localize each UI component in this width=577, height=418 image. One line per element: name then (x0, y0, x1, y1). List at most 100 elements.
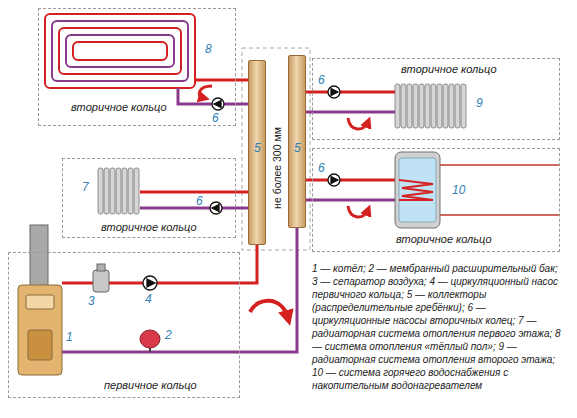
air-separator (93, 270, 109, 292)
flow-arrow (348, 118, 368, 129)
radiator (122, 168, 127, 214)
pipe-connector (236, 103, 248, 106)
storage-tank (395, 152, 440, 228)
callout-number: 6 (318, 73, 325, 87)
radiator-pipes (312, 111, 395, 114)
loop-zone: вторичное кольцо (312, 58, 560, 140)
loop-label: первичное кольцо (104, 379, 197, 391)
radiator (395, 84, 466, 128)
floor-heating-coil (52, 21, 188, 81)
radiator (419, 84, 424, 128)
radiator-pipes (312, 91, 395, 94)
callout-number: 8 (205, 42, 212, 56)
loop-label: вторичное кольцо (71, 101, 167, 113)
collector-bar: 5 (288, 55, 306, 228)
radiator (461, 84, 466, 128)
tank-water (399, 158, 436, 222)
boiler-chimney (30, 225, 48, 287)
pipe-connector (236, 191, 248, 194)
radiator (413, 84, 418, 128)
collector-bar: 5 (248, 60, 266, 245)
callout-number: 6 (196, 194, 203, 208)
pump-symbol (212, 205, 219, 212)
callout-number: 10 (452, 183, 465, 197)
dimension-label: не более 300 мм (271, 127, 283, 209)
radiator (98, 168, 103, 214)
boiler-panel (26, 295, 54, 309)
callout-number: 4 (145, 292, 152, 306)
callout-number: 6 (212, 111, 219, 125)
radiator (116, 168, 121, 214)
loop-label: вторичное кольцо (396, 233, 492, 245)
hot-water-lines (440, 164, 560, 166)
loop-zone: первичное кольцо (8, 252, 240, 398)
pump-symbol (328, 174, 340, 186)
pump-symbol (143, 276, 157, 290)
radiator (110, 168, 115, 214)
radiator (134, 168, 139, 214)
flow-arrow (348, 206, 368, 217)
heating-coil (399, 180, 433, 200)
pipe-connector (236, 79, 248, 82)
radiator (98, 168, 139, 214)
radiator (443, 84, 448, 128)
hot-water-lines (440, 214, 560, 216)
floor-heating-coil (73, 42, 167, 60)
pump-symbol (143, 276, 157, 290)
pump-symbol (331, 177, 338, 184)
loop-label: вторичное кольцо (101, 221, 197, 233)
flow-arrow (199, 86, 212, 98)
floor-heating-coil (45, 14, 195, 88)
callout-number: 5 (254, 141, 261, 155)
water-heater-pipes (312, 180, 396, 200)
radiator-pipes (312, 92, 395, 112)
loop-zone: вторичное кольцо (312, 148, 560, 252)
radiator (425, 84, 430, 128)
pump-symbol (212, 98, 224, 110)
floor-heating-coil (59, 28, 181, 74)
radiator (431, 84, 436, 128)
pump-symbol (331, 89, 338, 96)
floor-pipes (178, 88, 236, 104)
callout-number: 6 (318, 161, 325, 175)
hot-water-lines (440, 165, 560, 215)
radiator (437, 84, 442, 128)
pump-symbol (328, 86, 340, 98)
floor-pipes (178, 80, 236, 104)
collector-zone (242, 48, 310, 250)
water-heater-pipes (312, 199, 396, 202)
pump-symbol (212, 98, 224, 110)
loop-label: вторичное кольцо (401, 63, 497, 75)
expansion-tank (140, 330, 160, 348)
radiator (104, 168, 109, 214)
pump-symbol (328, 174, 340, 186)
callout-number: 7 (82, 180, 89, 194)
callout-number: 3 (88, 294, 95, 308)
radiator (455, 84, 460, 128)
legend-note: 1 — котёл; 2 — мембранный расширительный… (312, 262, 564, 392)
pipe-connector (236, 207, 248, 210)
tank-stem (149, 348, 151, 352)
pipe-connector (240, 228, 297, 352)
pump-symbol (143, 86, 340, 290)
primary-pipes (62, 283, 240, 352)
radiator (407, 84, 412, 128)
air-separator (93, 264, 109, 292)
pump-symbol (210, 202, 222, 214)
radiator (449, 84, 454, 128)
water-heater-pipes (312, 179, 396, 182)
loop-zone: вторичное кольцо (38, 8, 236, 126)
radiator (128, 168, 133, 214)
loop-zone: вторичное кольцо (62, 158, 236, 238)
air-separator (97, 264, 105, 271)
pump-symbol (210, 202, 222, 214)
boiler-body (18, 285, 62, 375)
floor-heating-coil (66, 35, 174, 67)
floor-pipes (195, 79, 236, 82)
floor-heating-coil (45, 14, 195, 88)
callout-number: 5 (294, 141, 301, 155)
callout-number: 9 (476, 96, 483, 110)
radiator-pipes (140, 191, 236, 194)
radiator (395, 84, 400, 128)
pump-symbol (147, 279, 155, 287)
